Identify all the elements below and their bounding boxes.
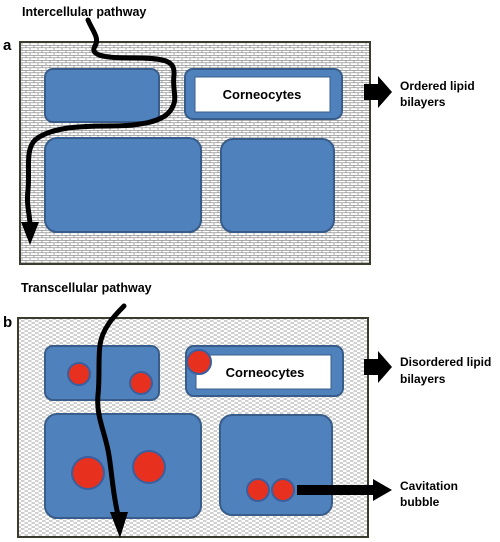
panel-b-corneocyte-bottom-left	[44, 413, 202, 519]
cavitation-bubble	[186, 349, 212, 375]
panel-b-pathway-label: Transcellular pathway	[21, 281, 152, 295]
panel-a-letter: a	[3, 37, 12, 54]
panel-a-corneocyte-bottom-left	[44, 137, 202, 233]
cavitation-pointer-head	[373, 479, 392, 501]
cavitation-bubble	[246, 478, 270, 502]
panel-a-side-arrow	[364, 76, 392, 108]
panel-b-corneocyte-bottom-right	[219, 414, 333, 516]
panel-b-cell-label: Corneocytes	[226, 365, 305, 380]
panel-a-corneocyte-bottom-right	[220, 138, 335, 233]
intercellular-path-arrowhead	[21, 222, 39, 245]
intercellular-path-line	[24, 17, 178, 228]
panel-b-side-label-line2: bilayers	[400, 372, 446, 386]
cavitation-bubble	[132, 450, 166, 484]
panel-a-side-label-line2: bilayers	[400, 95, 446, 109]
panel-a-corneocyte-top-left	[44, 68, 160, 123]
panel-b-side-arrow	[364, 351, 392, 383]
panel-b-side-label-line1: Disordered lipid	[400, 355, 491, 369]
panel-b-letter: b	[3, 314, 12, 331]
panel-a-side-label-line1: Ordered lipid	[400, 79, 475, 93]
panel-a-pathway-label: Intercellular pathway	[22, 5, 146, 19]
panel-b: Transcellular pathway b Corneocytes Diso…	[3, 281, 491, 538]
panel-a-cell-label: Corneocytes	[223, 87, 302, 102]
cavitation-label-line2: bubble	[400, 495, 440, 509]
cavitation-bubble	[271, 478, 295, 502]
cavitation-label-line1: Cavitation	[400, 479, 458, 493]
cavitation-pointer-shaft	[297, 485, 375, 495]
transcellular-path-arrowhead	[110, 512, 128, 538]
panel-a-cell-label-box	[194, 76, 331, 113]
panel-a: Intercellular pathway a Corneocytes Orde…	[3, 5, 475, 265]
cavitation-bubble	[129, 371, 153, 395]
cavitation-bubble	[71, 456, 105, 490]
cavitation-bubble	[67, 362, 91, 386]
transcellular-path-line	[95, 303, 127, 518]
